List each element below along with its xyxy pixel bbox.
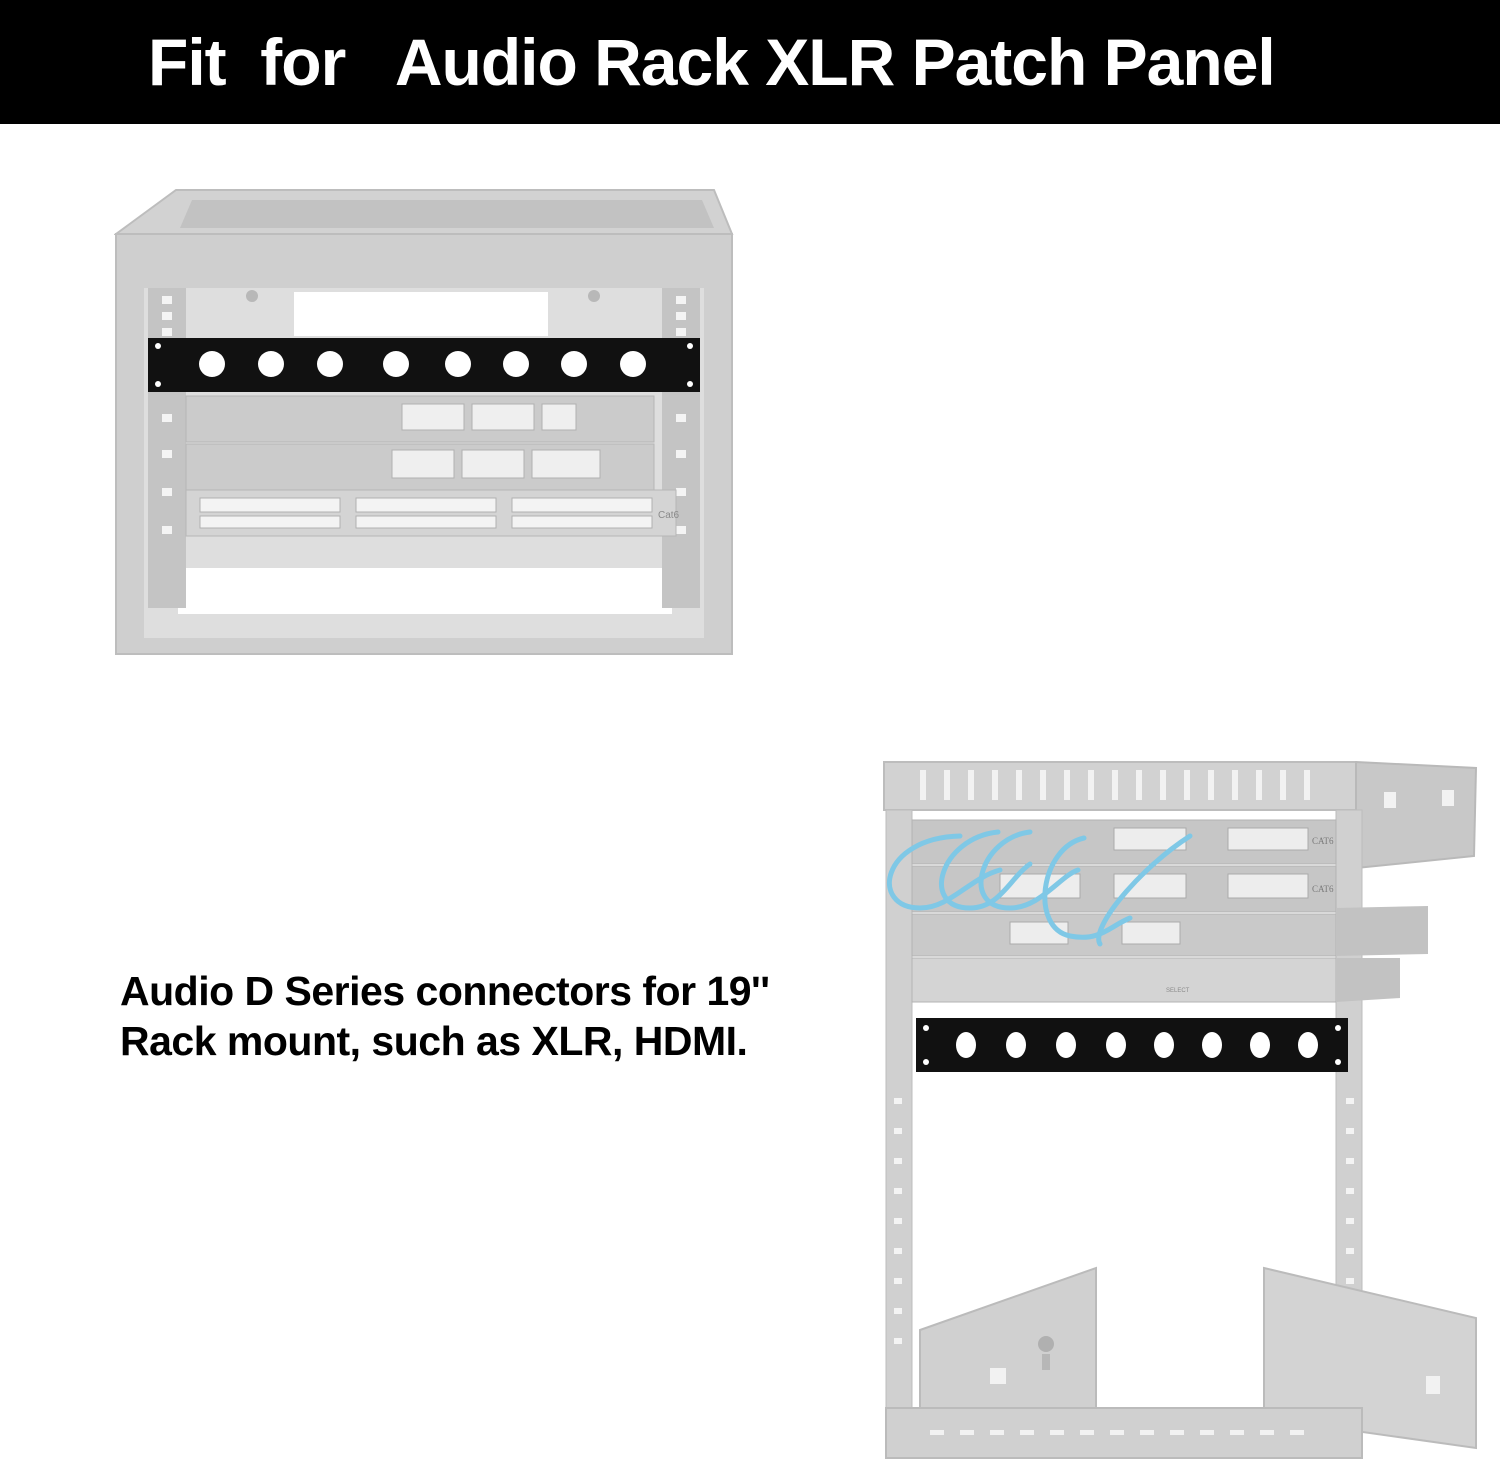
feature-caption: Audio D Series connectors for 19'' Rack …	[120, 966, 840, 1066]
rack-illustration-top: Cat6	[114, 189, 734, 655]
patch-panel-label-top: Cat6	[658, 510, 680, 521]
caption-line-1: Audio D Series connectors for 19''	[120, 968, 770, 1014]
banner-title: Fit for Audio Rack XLR Patch Panel	[148, 25, 1276, 99]
select-button-label: SELECT	[1166, 988, 1190, 994]
title-banner: Fit for Audio Rack XLR Patch Panel	[0, 0, 1500, 124]
patch-panel-label-wall-1: CAT6	[1312, 836, 1334, 846]
caption-line-2: Rack mount, such as XLR, HDMI.	[120, 1018, 748, 1064]
patch-panel-label-wall-2: CAT6	[1312, 884, 1334, 894]
rack-illustration-wall: CAT6 CAT6 SELECT	[883, 760, 1478, 1459]
